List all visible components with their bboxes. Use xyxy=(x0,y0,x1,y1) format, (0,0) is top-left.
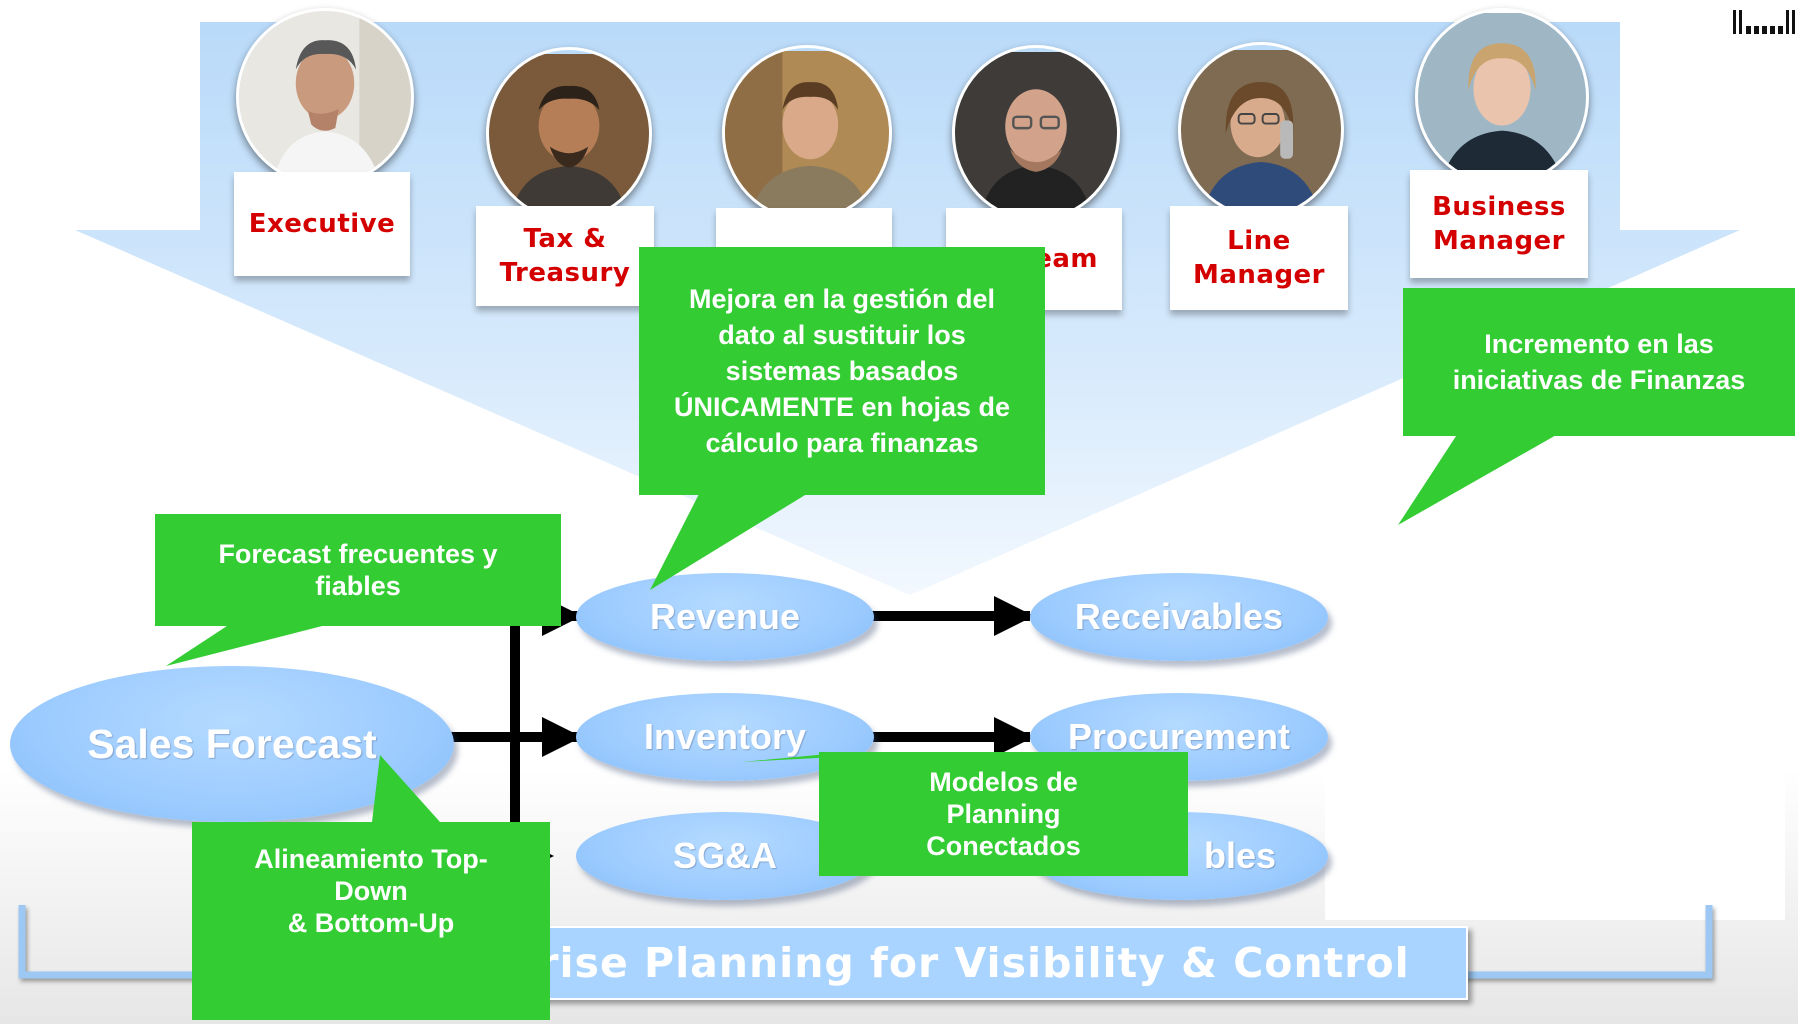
role-label: Line Manager xyxy=(1170,206,1348,310)
tax-treasury-photo xyxy=(486,47,652,221)
executive-photo xyxy=(236,8,414,186)
planning-banner: rise Planning for Visibility & Control xyxy=(480,926,1468,1000)
role-label: Business Manager xyxy=(1410,170,1588,278)
callout-forecast-fiables: Forecast frecuentes y fiables xyxy=(155,514,561,626)
ibm-logo xyxy=(1733,10,1795,34)
role-label: Executive xyxy=(234,172,410,276)
line-manager-photo xyxy=(1178,42,1344,218)
callout-gestion-dato: Mejora en la gestión del dato al sustitu… xyxy=(639,247,1045,495)
role-label: Tax & Treasury xyxy=(476,206,654,306)
callout-modelos-planning: Modelos de Planning Conectados xyxy=(819,752,1188,876)
revenue-node: Revenue xyxy=(576,573,874,661)
business-manager-photo xyxy=(1415,8,1589,186)
team-photo xyxy=(952,45,1120,221)
flow-panel xyxy=(1325,575,1785,920)
callout-incremento-finanzas: Incremento en las iniciativas de Finanza… xyxy=(1403,288,1795,436)
callout-alineamiento: Alineamiento Top- Down & Bottom-Up xyxy=(192,822,550,1020)
receivables-node: Receivables xyxy=(1030,573,1328,661)
